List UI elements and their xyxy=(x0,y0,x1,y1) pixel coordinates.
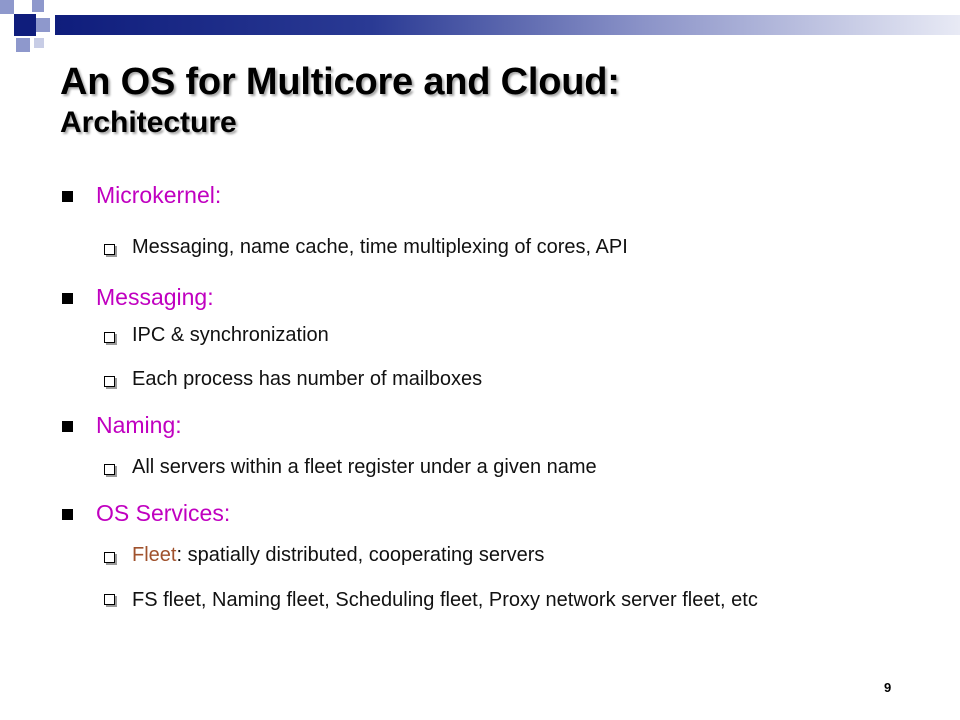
sub-bullet-text: Fleet: spatially distributed, cooperatin… xyxy=(132,544,544,567)
corner-square-5 xyxy=(14,14,36,36)
sub-bullet-text: Each process has number of mailboxes xyxy=(132,368,483,390)
slide-title-line1: An OS for Multicore and Cloud: xyxy=(60,61,620,103)
corner-square-8 xyxy=(34,38,44,48)
square-bullet-icon xyxy=(62,421,73,432)
fleet-highlight: Fleet xyxy=(132,544,177,566)
bullet-heading: Messaging: xyxy=(96,284,214,310)
sub-bullet-text: FS fleet, Naming fleet, Scheduling fleet… xyxy=(132,589,758,611)
slide-number: 9 xyxy=(884,680,892,695)
hollow-square-bullet-icon xyxy=(104,552,115,563)
bullet-heading: OS Services: xyxy=(96,500,231,526)
corner-square-7 xyxy=(16,38,30,52)
square-bullet-icon xyxy=(62,191,73,202)
corner-square-4 xyxy=(0,14,14,36)
hollow-square-bullet-icon xyxy=(104,332,115,343)
sub-bullet-text: Messaging, name cache, time multiplexing… xyxy=(132,236,628,258)
sub-bullet-text: All servers within a fleet register unde… xyxy=(132,456,597,478)
slide-title-line2: Architecture xyxy=(60,105,237,139)
square-bullet-icon xyxy=(62,293,73,304)
corner-square-2 xyxy=(14,0,32,16)
hollow-square-bullet-icon xyxy=(104,464,115,475)
sub-bullet-text: IPC & synchronization xyxy=(132,324,329,346)
bullet-heading: Microkernel: xyxy=(96,182,222,208)
bullet-heading: Naming: xyxy=(96,412,182,438)
corner-square-6 xyxy=(36,18,50,32)
hollow-square-bullet-icon xyxy=(104,594,115,605)
hollow-square-bullet-icon xyxy=(104,376,115,387)
corner-square-1 xyxy=(0,0,14,14)
slide-title: An OS for Multicore and Cloud: Architect… xyxy=(60,61,620,139)
corner-square-3 xyxy=(32,0,44,12)
fleet-definition: : spatially distributed, cooperating ser… xyxy=(176,544,545,566)
square-bullet-icon xyxy=(62,509,73,520)
hollow-square-bullet-icon xyxy=(104,244,115,255)
header-gradient-bar xyxy=(55,15,960,35)
